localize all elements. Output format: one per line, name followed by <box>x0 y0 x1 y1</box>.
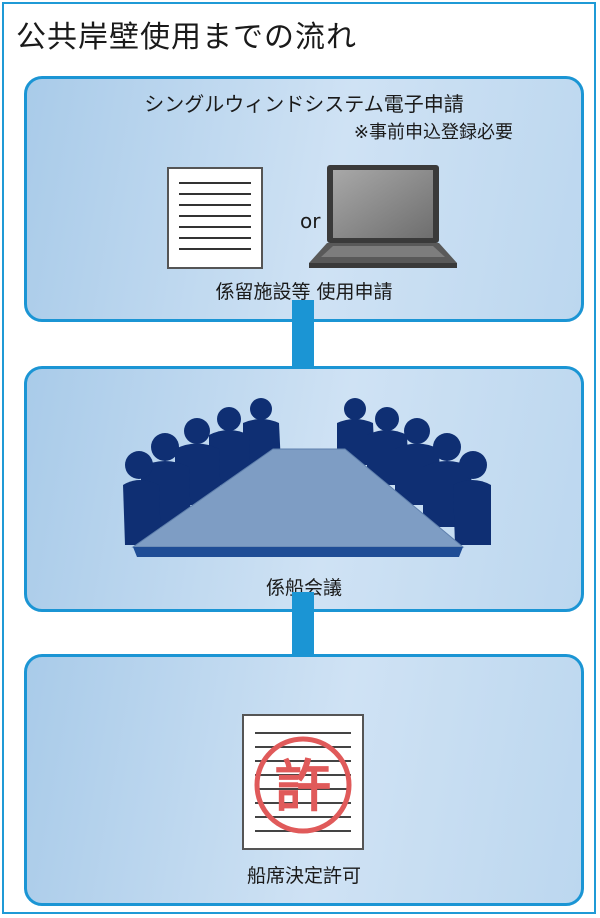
permit-stamp-icon: 許 <box>242 714 364 850</box>
step-panel-permit: 許 船席決定許可 <box>24 654 584 906</box>
step-panel-meeting: 係船会議 <box>24 366 584 612</box>
step-panel-application: シングルウィンドシステム電子申請 ※事前申込登録必要 or <box>24 76 584 322</box>
step-heading: シングルウィンドシステム電子申請 <box>144 92 464 116</box>
page-title: 公共岸壁使用までの流れ <box>16 20 357 55</box>
step-note: ※事前申込登録必要 <box>353 122 513 143</box>
document-icon <box>167 167 263 269</box>
stamp-text: 許 <box>275 755 331 820</box>
or-text: or <box>300 209 321 233</box>
laptop-icon <box>309 165 457 268</box>
step-label: 係船会議 <box>265 577 342 599</box>
meeting-icon <box>123 398 491 557</box>
step-label: 係留施設等 使用申請 <box>215 281 393 303</box>
step-label: 船席決定許可 <box>246 865 361 887</box>
